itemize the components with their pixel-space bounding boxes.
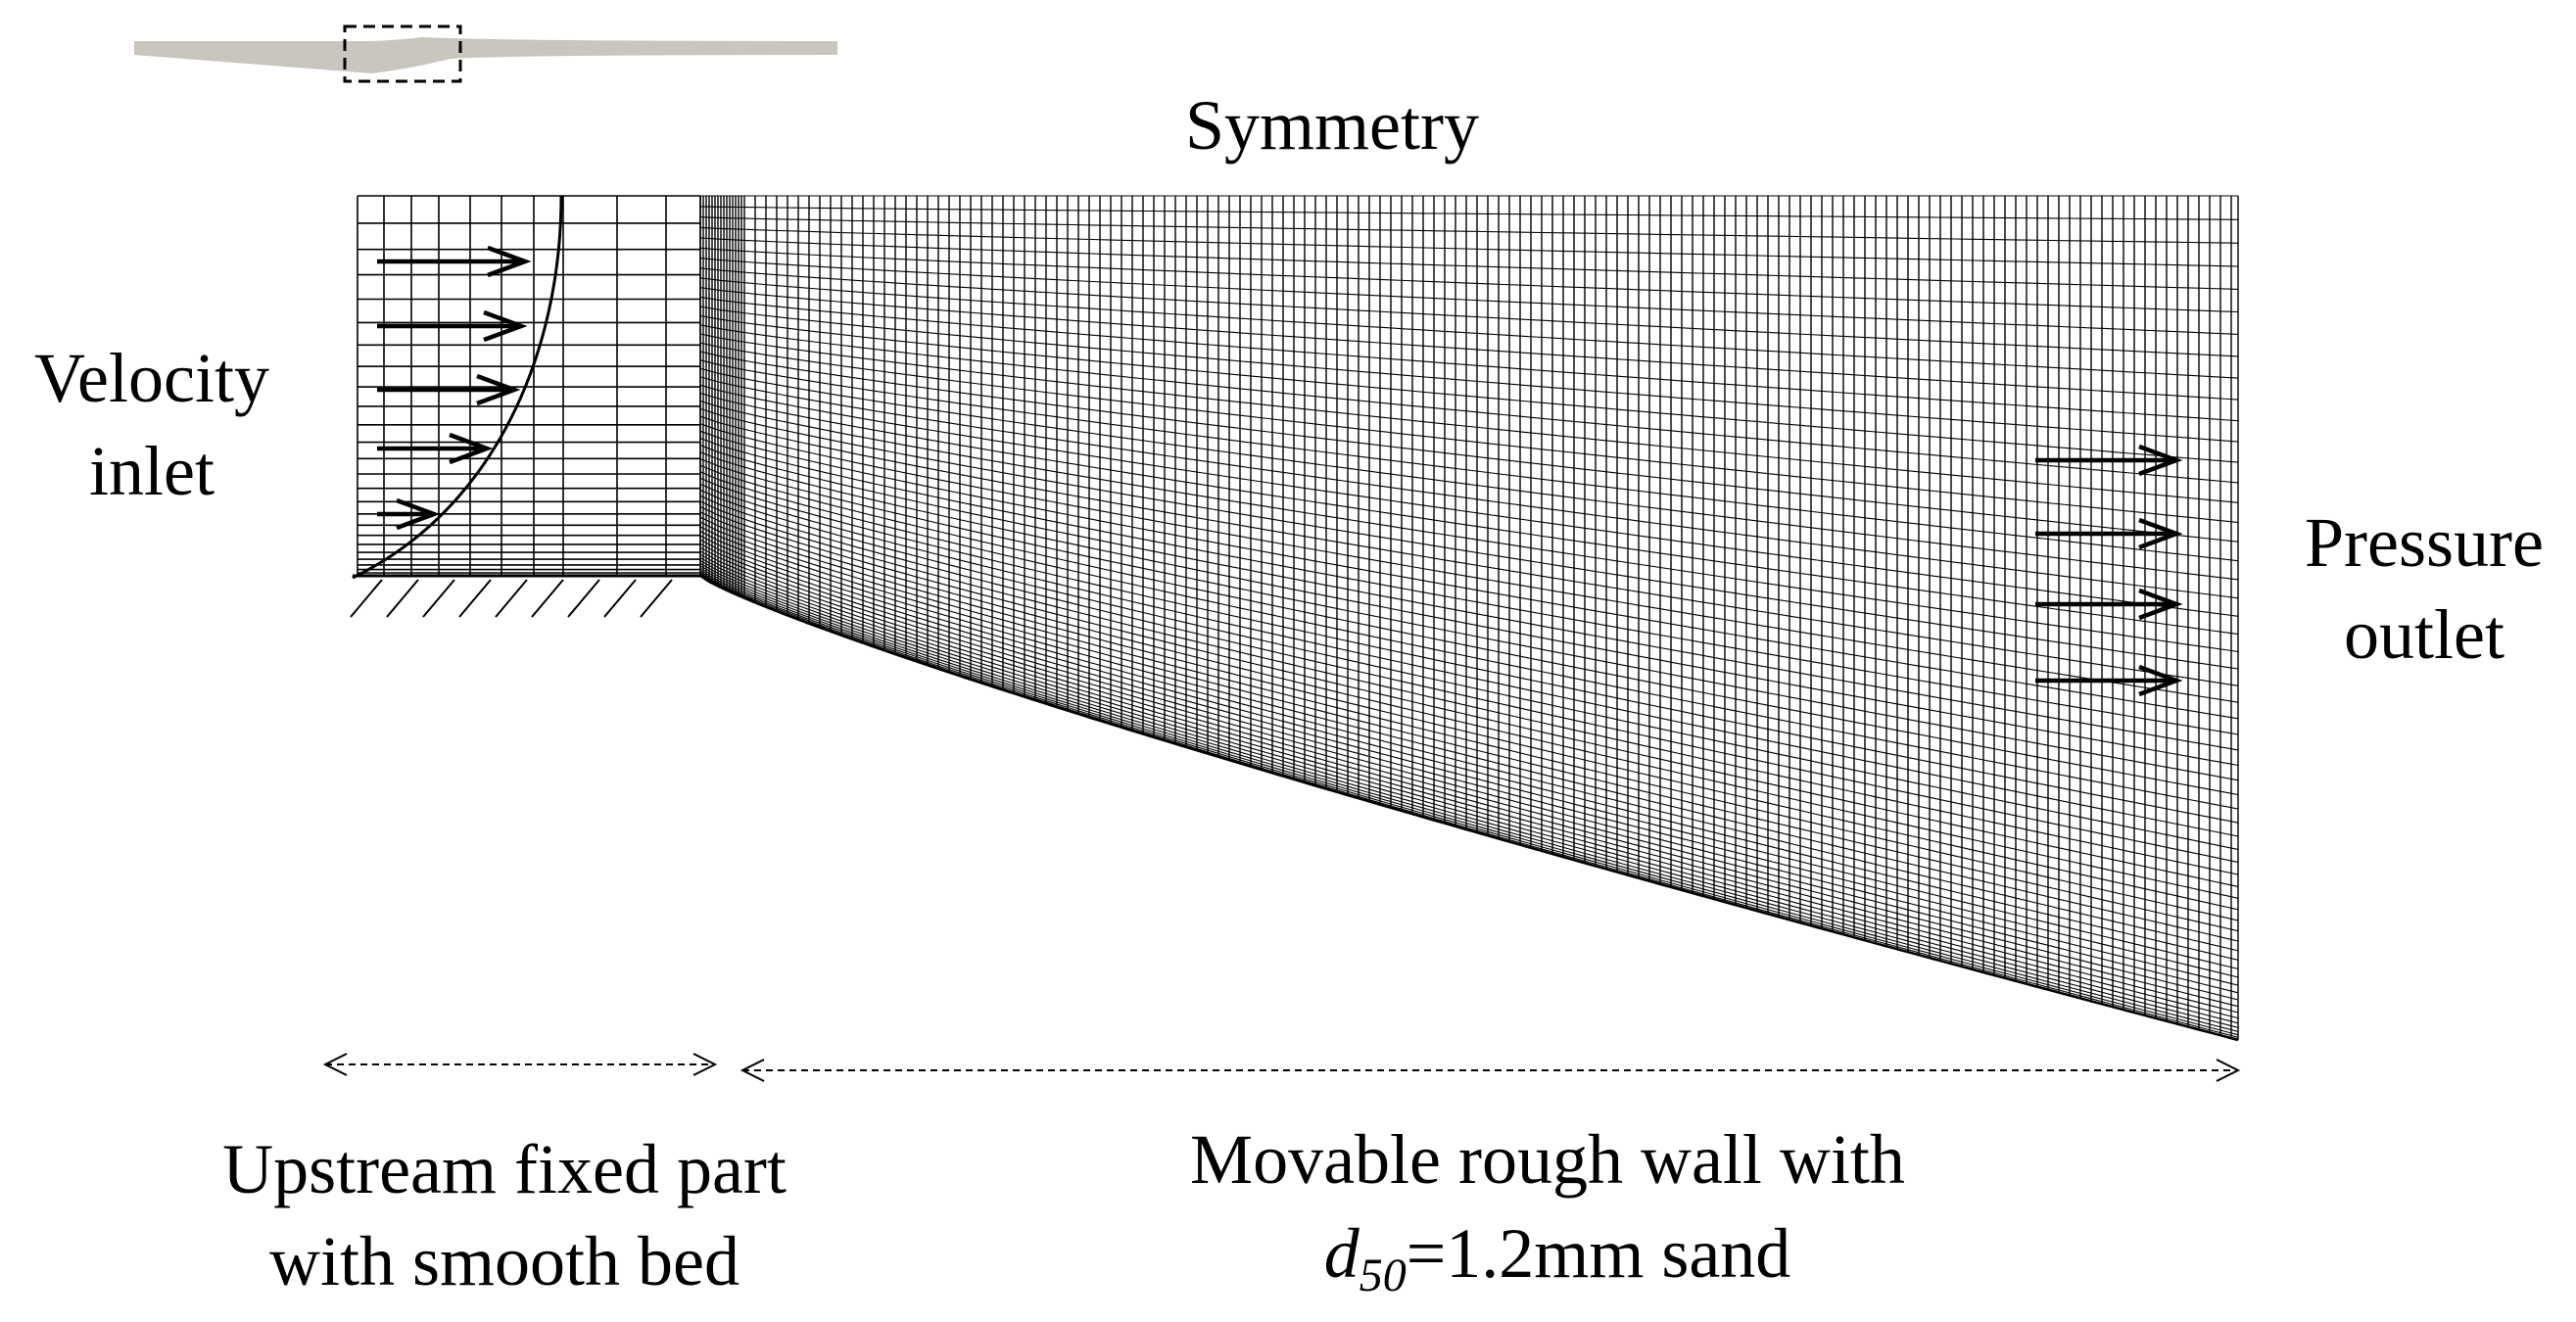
- flow-arrow-icon: [2035, 588, 2183, 621]
- flow-arrow-icon: [2035, 517, 2183, 550]
- movable-part-extent-arrow: [739, 1059, 2241, 1082]
- inlet-label-line1: Velocity: [34, 339, 269, 417]
- d50-value: =1.2mm sand: [1407, 1214, 1791, 1293]
- smooth-bed-wall: [350, 574, 700, 618]
- flow-arrow-head: [396, 497, 441, 531]
- fixed-part-label-line1: Upstream fixed part: [222, 1130, 787, 1208]
- outlet-label-line1: Pressure: [2305, 503, 2544, 582]
- dimension-arrowhead-left: [739, 1059, 765, 1082]
- flow-arrow-icon: [377, 309, 528, 343]
- flow-arrow-icon: [2035, 664, 2183, 697]
- flow-arrow-icon: [377, 373, 521, 406]
- symmetry-label: Symmetry: [1185, 86, 1479, 165]
- d50-subscript: 50: [1360, 1250, 1407, 1301]
- flow-arrow-icon: [2035, 444, 2183, 477]
- flow-arrow-head: [483, 309, 528, 343]
- overview-zoom-box: [343, 24, 462, 83]
- movable-bed-line: [699, 574, 2239, 1042]
- d50-symbol: d: [1324, 1214, 1360, 1293]
- dimension-arrowhead-right: [2216, 1059, 2241, 1082]
- flow-arrow-head: [2138, 444, 2183, 477]
- fixed-part-label-line2: with smooth bed: [269, 1222, 739, 1300]
- movable-mesh-rows: [699, 195, 2239, 1041]
- flow-arrow-icon: [377, 497, 441, 531]
- flow-arrow-icon: [377, 432, 494, 465]
- upstream-mesh: [357, 195, 701, 577]
- hatched-wall-icon: [350, 579, 673, 618]
- flow-arrow-head: [2138, 588, 2183, 621]
- inlet-label-line2: inlet: [89, 432, 215, 510]
- outlet-label-line2: outlet: [2344, 595, 2504, 674]
- flow-arrow-head: [2138, 517, 2183, 550]
- flow-arrow-head: [476, 373, 521, 406]
- fixed-part-extent-arrow: [322, 1053, 718, 1076]
- flow-arrow-head: [2138, 664, 2183, 697]
- dimension-arrowhead-left: [322, 1053, 348, 1076]
- flow-arrow-head: [449, 432, 494, 465]
- mesh: [357, 195, 2239, 1042]
- flow-arrows: [352, 195, 2183, 697]
- flow-arrow-head: [487, 245, 532, 278]
- dimension-arrowhead-right: [692, 1053, 718, 1076]
- overview-domain-shape: [134, 37, 837, 73]
- overview-inset: [134, 24, 837, 83]
- velocity-profile-curve: [352, 195, 563, 580]
- dimension-arrows: [322, 1053, 2241, 1082]
- movable-part-label-line2: d50=1.2mm sand: [1324, 1214, 1791, 1301]
- movable-mesh-columns: [699, 196, 2239, 1040]
- movable-part-label-line1: Movable rough wall with: [1190, 1120, 1905, 1199]
- flow-arrow-icon: [377, 245, 532, 278]
